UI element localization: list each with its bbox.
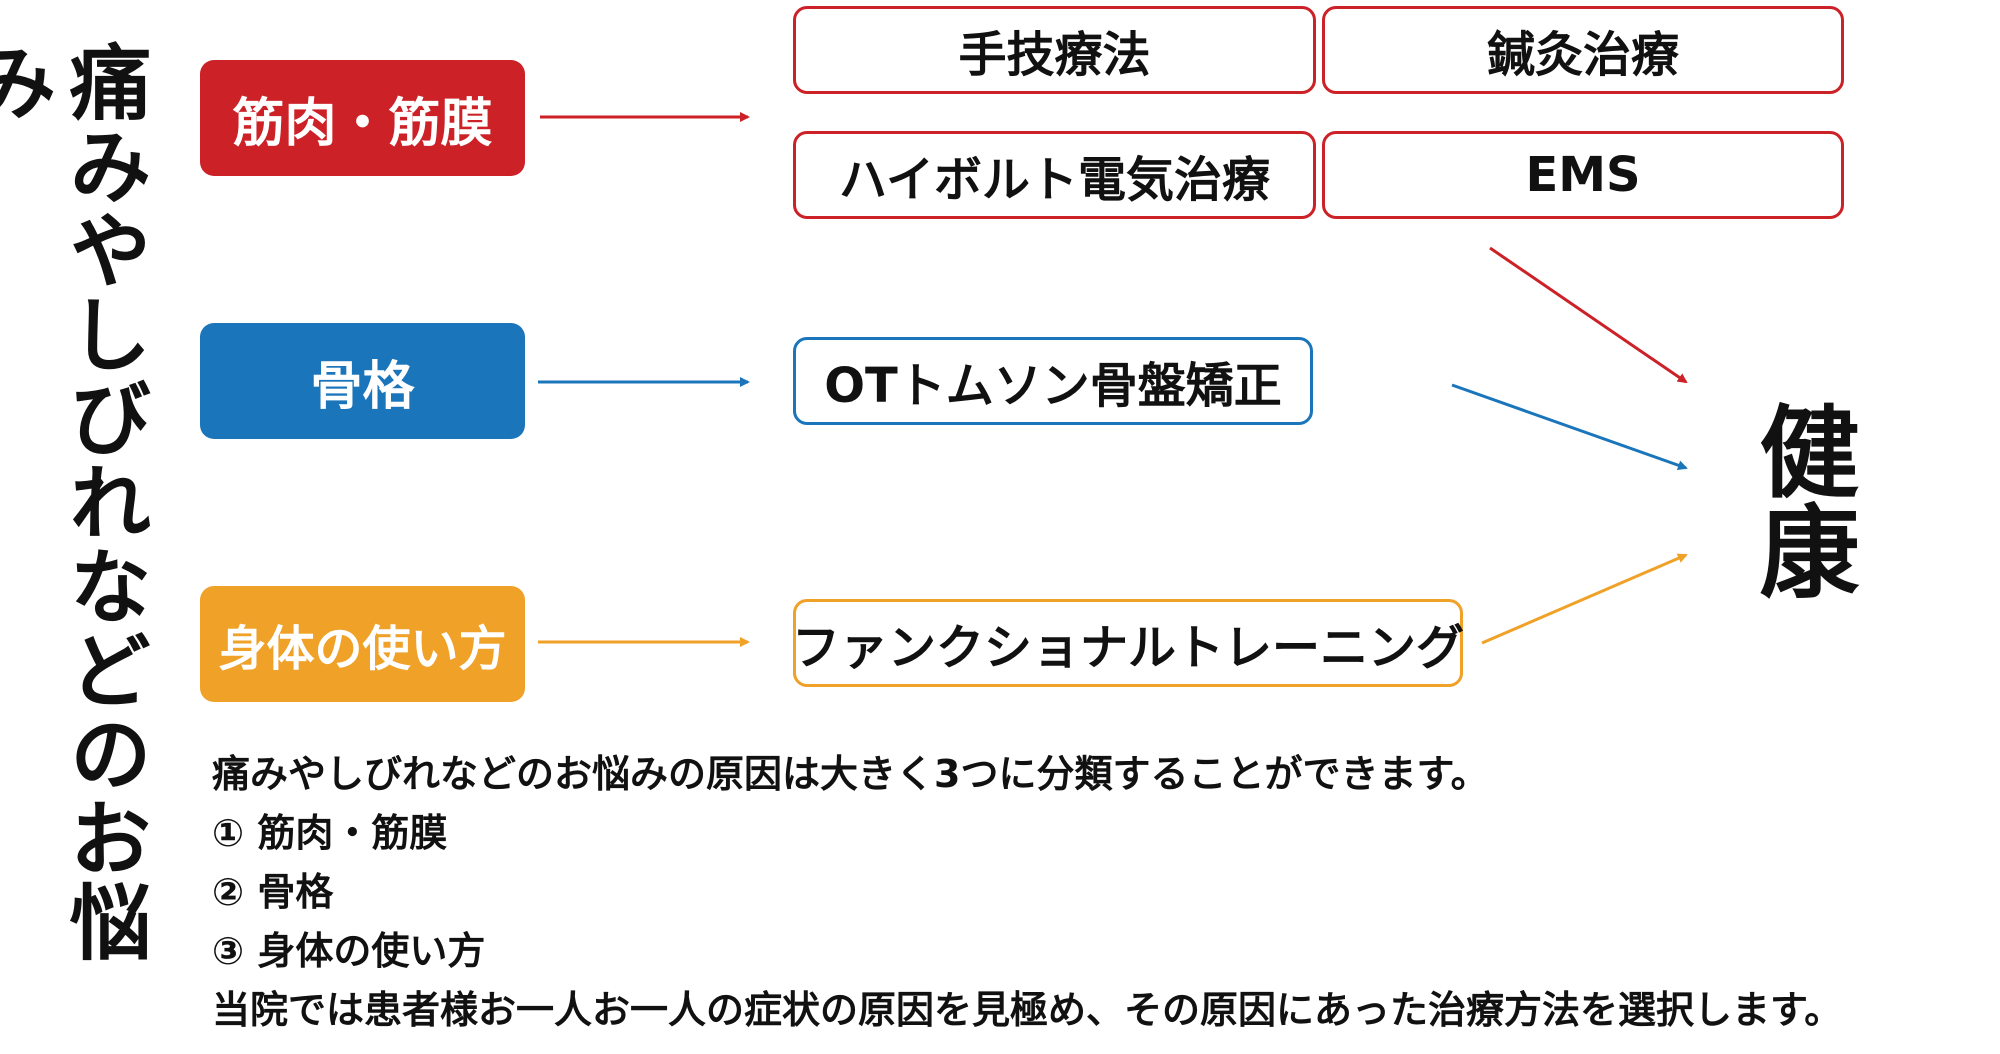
arrow-blue-method-to-health: [1451, 383, 1688, 471]
description-item-muscle: ① 筋肉・筋膜: [212, 811, 448, 855]
category-skeleton: 骨格: [200, 323, 525, 439]
arrow-orange-method-to-health: [1481, 553, 1688, 645]
method-ems: EMS: [1322, 131, 1844, 219]
category-muscle-fascia: 筋肉・筋膜: [200, 60, 525, 176]
outcome-health: 健康: [1742, 400, 1859, 600]
method-functional-training: ファンクショナルトレーニング: [792, 599, 1464, 687]
description-text: 痛みやしびれなどのお悩みの原因は大きく3つに分類することができます。 ① 筋肉・…: [212, 745, 1992, 1040]
method-manual-therapy: 手技療法: [793, 6, 1316, 94]
category-body-usage: 身体の使い方: [200, 586, 525, 702]
description-intro: 痛みやしびれなどのお悩みの原因は大きく3つに分類することができます。: [212, 752, 1489, 796]
arrow-red-methods-to-health: [1489, 246, 1688, 384]
method-thompson-pelvis: OTトムソン骨盤矯正: [793, 337, 1313, 425]
description-item-skeleton: ② 骨格: [212, 870, 334, 914]
method-high-volt: ハイボルト電気治療: [793, 131, 1316, 219]
description-item-body: ③ 身体の使い方: [212, 929, 486, 973]
method-acupuncture: 鍼灸治療: [1322, 6, 1844, 94]
description-closing: 当院では患者様お一人お一人の症状の原因を見極め、その原因にあった治療方法を選択し…: [212, 988, 1843, 1032]
page-title: 痛みやしびれなどのお悩み: [0, 40, 150, 964]
